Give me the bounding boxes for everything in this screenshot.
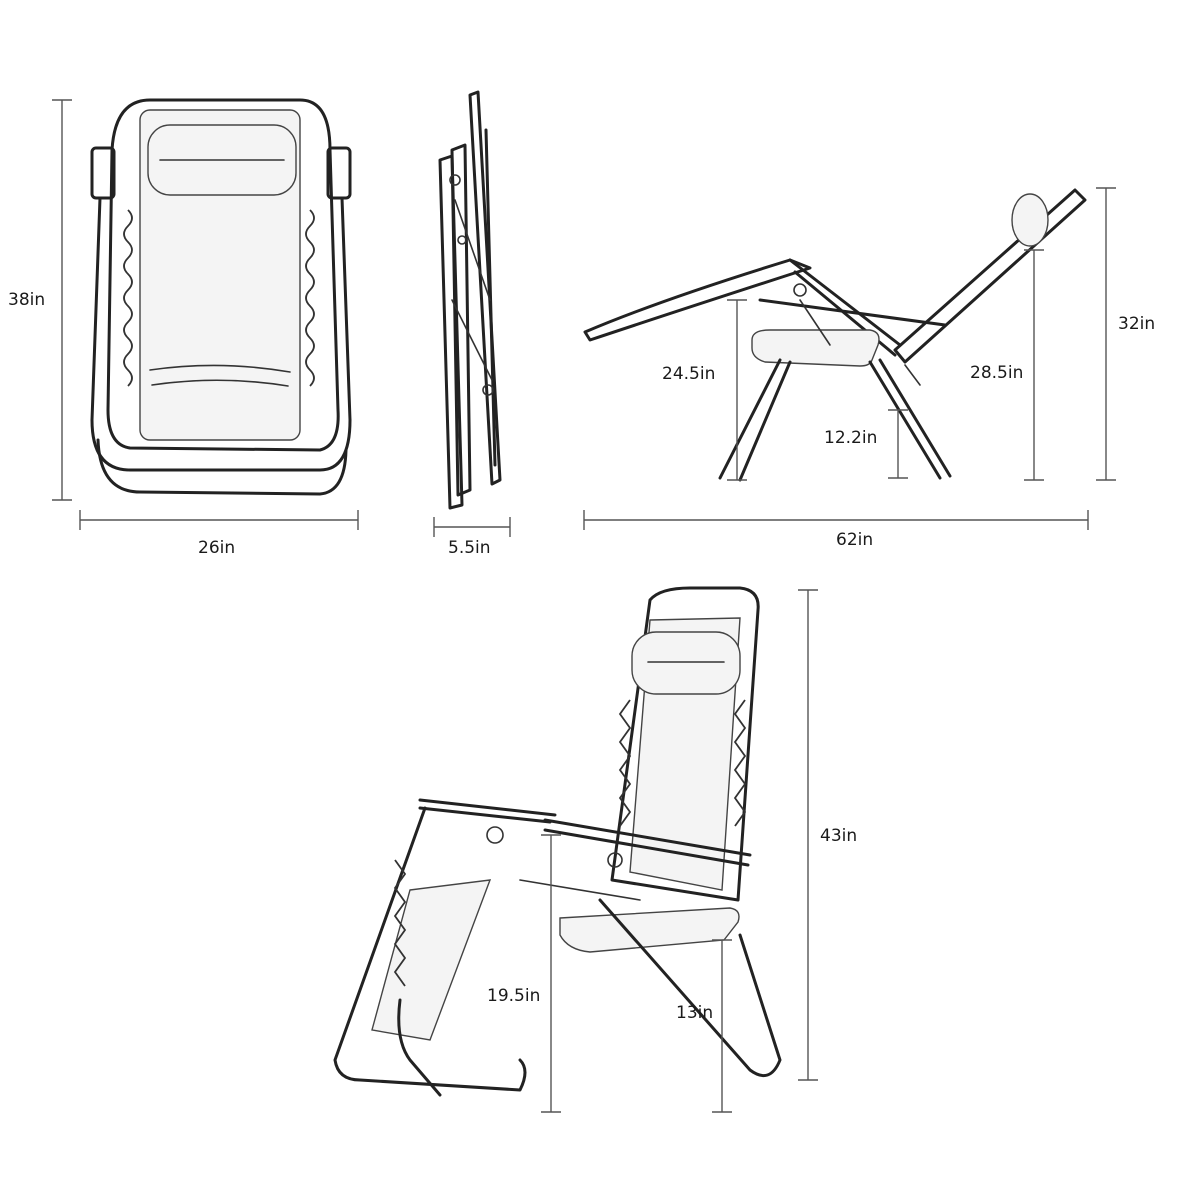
front-view-chair (90, 98, 352, 496)
reclined-armrest-height-label: 24.5in (662, 364, 716, 384)
reclined-seat-height-label: 12.2in (824, 428, 878, 448)
dimension-lines (52, 99, 1116, 1113)
reclined-headrest-height-label: 32in (1118, 314, 1156, 334)
front-width-label: 26in (198, 538, 236, 558)
reclined-back-height-label: 28.5in (970, 363, 1024, 383)
upright-view-chair (333, 586, 782, 1097)
folded-view-chair (438, 90, 502, 510)
upright-armrest-height-label: 19.5in (487, 986, 541, 1006)
front-height-label: 38in (8, 290, 46, 310)
reclined-length-label: 62in (836, 530, 874, 550)
folded-depth-label: 5.5in (448, 538, 491, 558)
upright-seat-height-label: 13in (676, 1003, 714, 1023)
upright-height-label: 43in (820, 826, 858, 846)
reclined-view-chair (583, 188, 1087, 482)
